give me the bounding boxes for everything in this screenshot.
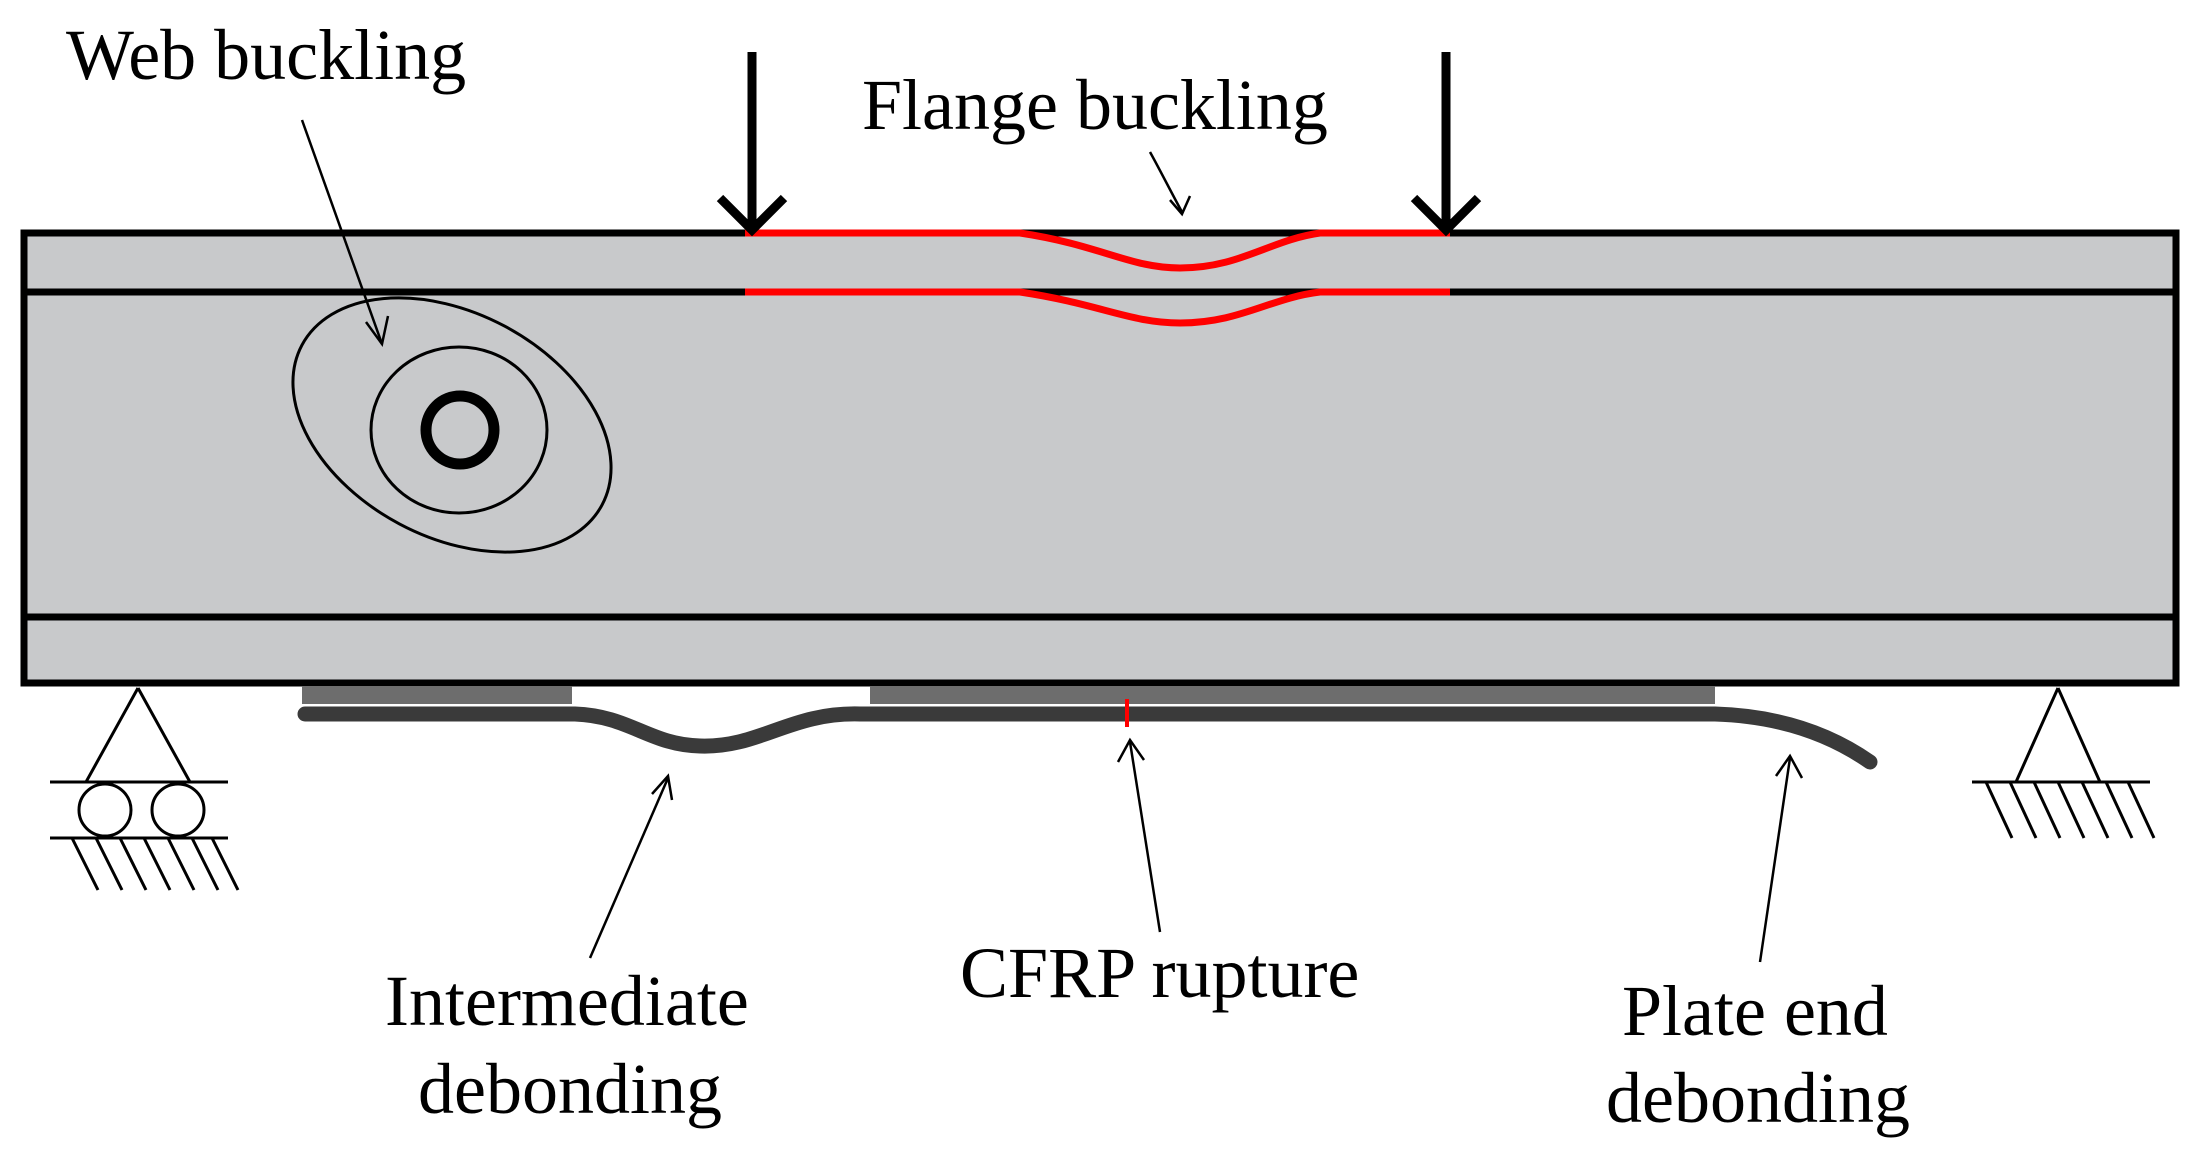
label-intermediate-debonding-line2: debonding	[418, 1049, 722, 1129]
cfrp-adhesive-left	[302, 686, 572, 704]
flange-buckling-leader	[1148, 151, 1192, 217]
load-arrow-left	[716, 52, 788, 237]
cfrp-plate	[297, 706, 1878, 770]
web-buckling-outer-ellipse	[291, 296, 613, 554]
cfrp-adhesive-right	[870, 686, 1715, 704]
load-arrow-right	[1410, 52, 1482, 237]
web-buckling-leader	[300, 119, 390, 347]
intermediate-debonding-leader	[588, 773, 674, 959]
label-plate-end-debonding-line2: debonding	[1606, 1058, 1910, 1138]
left-roller-support	[50, 687, 240, 891]
label-flange-buckling: Flange buckling	[862, 65, 1328, 145]
flange-buckling-top-curve	[745, 229, 1450, 272]
cfrp-rupture-leader	[1116, 737, 1162, 933]
label-plate-end-debonding-line1: Plate end	[1622, 971, 1888, 1051]
plate-end-debonding-leader	[1758, 753, 1804, 963]
web-buckling-inner-ring	[420, 390, 500, 470]
label-cfrp-rupture: CFRP rupture	[960, 933, 1359, 1013]
label-web-buckling: Web buckling	[66, 15, 466, 95]
right-pin-support	[1972, 687, 2156, 839]
web-buckling-middle-ellipse	[369, 345, 549, 515]
flange-buckling-bottom-curve	[745, 288, 1450, 327]
label-intermediate-debonding-line1: Intermediate	[385, 961, 749, 1041]
